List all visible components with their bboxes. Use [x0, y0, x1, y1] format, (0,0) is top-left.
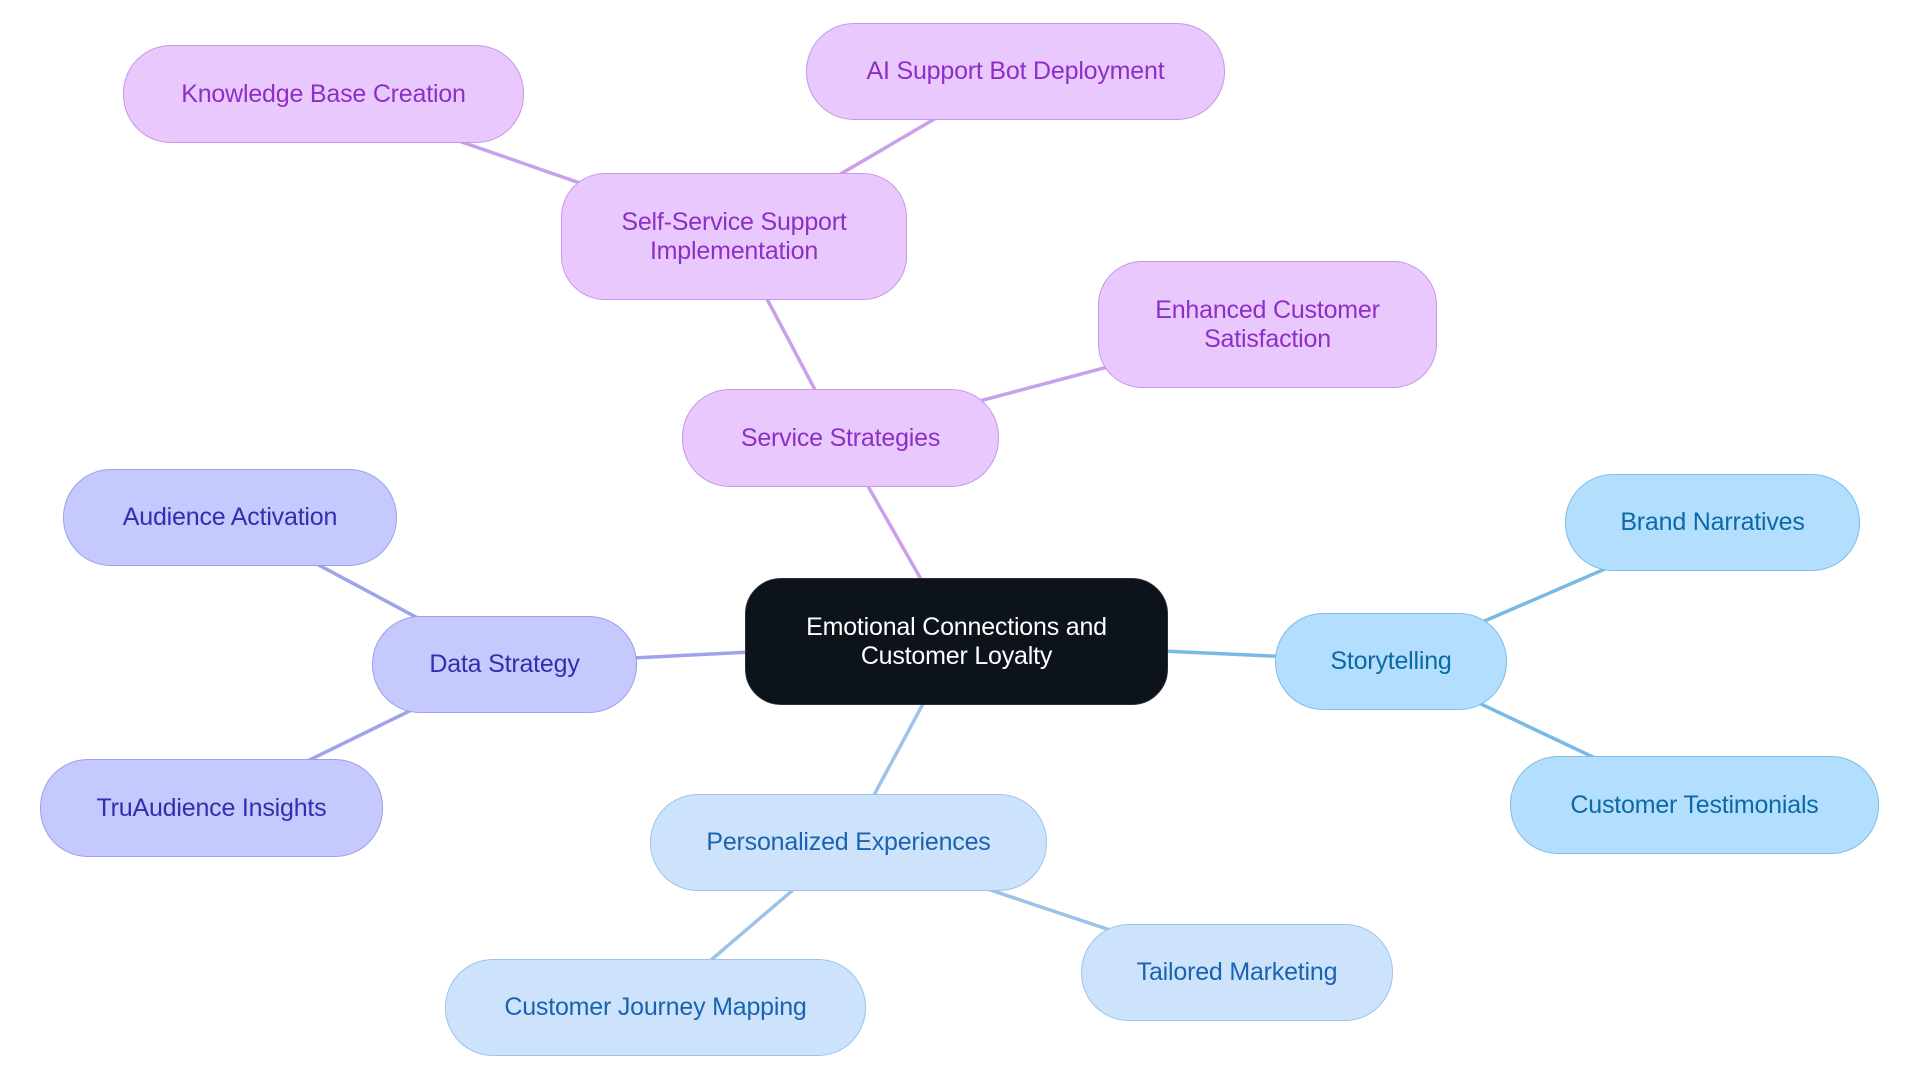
- node-tailored-marketing[interactable]: Tailored Marketing: [1081, 924, 1393, 1021]
- node-personalized-experiences[interactable]: Personalized Experiences: [650, 794, 1047, 891]
- node-customer-testimonials[interactable]: Customer Testimonials: [1510, 756, 1879, 854]
- node-storytelling[interactable]: Storytelling: [1275, 613, 1507, 710]
- node-ai-support-bot[interactable]: AI Support Bot Deployment: [806, 23, 1225, 120]
- node-audience-activation[interactable]: Audience Activation: [63, 469, 397, 566]
- node-brand-narratives[interactable]: Brand Narratives: [1565, 474, 1860, 571]
- node-service-strategies[interactable]: Service Strategies: [682, 389, 999, 487]
- node-truaudience-insights[interactable]: TruAudience Insights: [40, 759, 383, 857]
- node-self-service-support[interactable]: Self-Service Support Implementation: [561, 173, 907, 300]
- node-customer-journey-mapping[interactable]: Customer Journey Mapping: [445, 959, 866, 1056]
- root-node[interactable]: Emotional Connections and Customer Loyal…: [745, 578, 1168, 705]
- node-enhanced-satisfaction[interactable]: Enhanced Customer Satisfaction: [1098, 261, 1437, 388]
- node-knowledge-base-creation[interactable]: Knowledge Base Creation: [123, 45, 524, 143]
- node-data-strategy[interactable]: Data Strategy: [372, 616, 637, 713]
